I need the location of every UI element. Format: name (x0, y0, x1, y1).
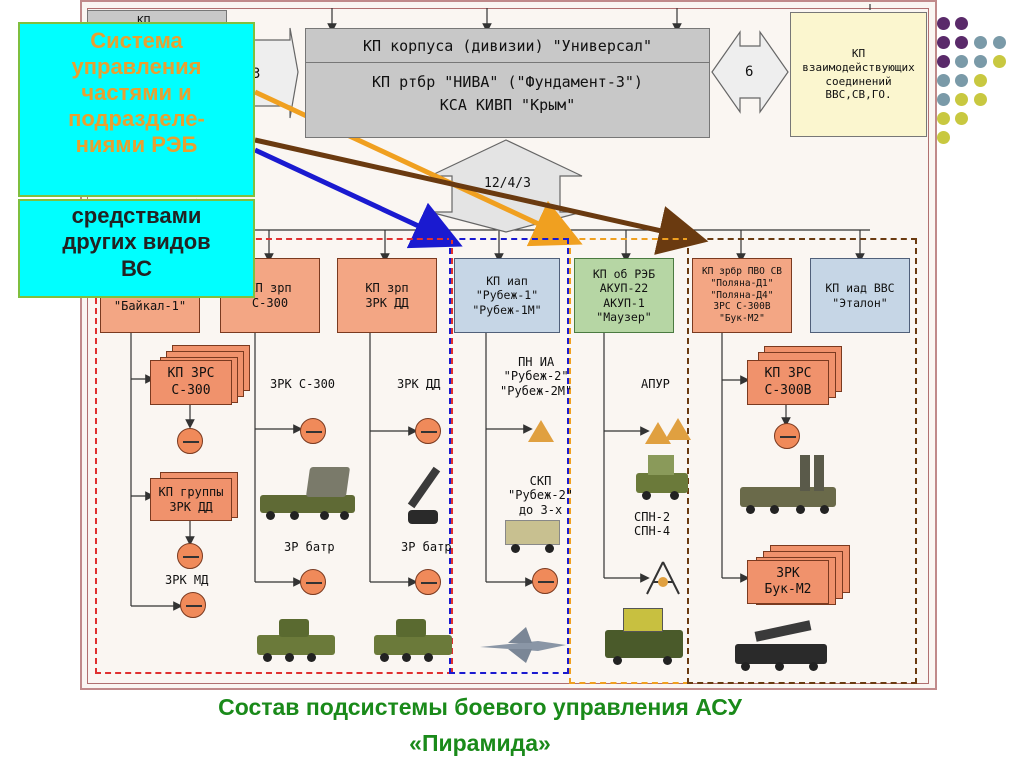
zrk-dd-label: ЗРК ДД (397, 377, 441, 391)
interacting-formations-box: КП взаимодействующих соединений ВВС,СВ,Г… (790, 12, 927, 137)
radar-device-icon-2 (177, 543, 203, 569)
reb-vehicle-icon (636, 455, 692, 503)
zrk-md-label: ЗРК МД (165, 573, 209, 587)
s300-launcher-vehicle-icon (260, 465, 360, 525)
arrow-left-label: 3 (252, 66, 261, 82)
missile-launcher-icon (400, 465, 450, 530)
air-defense-vehicle-icon-2 (374, 615, 454, 665)
caption-line-1: Состав подсистемы боевого управления АСУ (218, 694, 742, 720)
corps-command-box: КП корпуса (дивизии) "Универсал" КП ртбр… (305, 28, 710, 138)
command-truck-icon (505, 520, 565, 555)
diagram-inner-frame (87, 8, 929, 684)
jamming-station-icon (605, 600, 685, 670)
corps-line-2: КП ртбр "НИВА" ("Фундамент-3") (372, 72, 643, 91)
zrs-s300v-box: КП ЗРС С-300В (747, 360, 829, 405)
fighter-jet-icon (478, 625, 568, 665)
unit-box-rubezh: КП иап "Рубеж-1" "Рубеж-1М" (454, 258, 560, 333)
spn-label: СПН-2 СПН-4 (634, 510, 671, 539)
radar-device-icon-9 (774, 423, 800, 449)
radar-post-icon (528, 420, 554, 442)
arrow-right-label: 6 (745, 64, 754, 80)
radar-device-icon-5 (300, 569, 326, 595)
apur-label: АПУР (641, 377, 670, 391)
overlay-title-box: Система управления частями и подразделе-… (18, 22, 255, 197)
radar-device-icon-3 (180, 592, 206, 618)
unit-box-reb: КП об РЭБ АКУП-22 АКУП-1 "Маузер" (574, 258, 674, 333)
s300v-tracked-launcher-icon (740, 455, 840, 515)
antenna-pair-icon (645, 418, 695, 444)
group-frame-brown (687, 238, 917, 684)
buk-box: ЗРК Бук-М2 (747, 560, 829, 604)
unit-box-etalon: КП иад ВВС "Эталон" (810, 258, 910, 333)
jammer-antenna-icon (645, 560, 681, 596)
zrk-group-box: КП группы ЗРК ДД (150, 478, 232, 521)
skp-label: СКП "Рубеж-2" до 3-х (508, 474, 574, 517)
radar-device-icon-4 (300, 418, 326, 444)
group-frame-red (95, 238, 453, 674)
radar-device-icon-6 (415, 418, 441, 444)
zrs-s300-box: КП ЗРС С-300 (150, 360, 232, 405)
radar-device-icon-7 (415, 569, 441, 595)
corps-line-3: КСА КИВП "Крым" (439, 95, 576, 114)
caption-line-2: «Пирамида» (409, 730, 551, 756)
radar-device-icon (177, 428, 203, 454)
zrk-s300-label: ЗРК С-300 (270, 377, 336, 391)
zr-batr-label-1: ЗР батр (284, 540, 335, 554)
zr-batr-label-2: ЗР батр (401, 540, 452, 554)
corps-title: КП корпуса (дивизии) "Универсал" (306, 29, 709, 63)
unit-box-pvo-sv: КП зрбр ПВО СВ "Поляна-Д1" "Поляна-Д4" З… (692, 258, 792, 333)
pn-ia-label: ПН ИА "Рубеж-2" "Рубеж-2М" (500, 355, 573, 398)
overlay-subtitle-box: средствами других видов ВС (18, 199, 255, 298)
buk-launcher-icon (735, 620, 830, 671)
unit-box-zrk-dd: КП зрп ЗРК ДД (337, 258, 437, 333)
air-defense-vehicle-icon (257, 615, 337, 665)
bus-label: 12/4/3 (484, 176, 531, 191)
group-frame-blue (449, 238, 569, 674)
radar-device-icon-8 (532, 568, 558, 594)
